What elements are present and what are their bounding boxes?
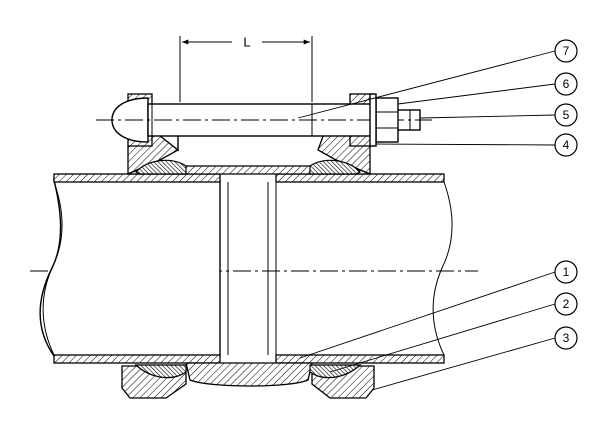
center-sleeve [176, 165, 322, 387]
left-pipe [39, 173, 221, 364]
svg-text:7: 7 [563, 44, 570, 58]
callout-1: 1 [554, 260, 578, 284]
svg-text:2: 2 [563, 297, 570, 311]
svg-text:4: 4 [563, 138, 570, 152]
callout-2: 2 [554, 292, 578, 316]
dimension-label: L [243, 35, 250, 50]
bolt [96, 97, 432, 143]
svg-text:1: 1 [563, 265, 570, 279]
callout-5: 5 [554, 103, 578, 127]
leader-lines [297, 50, 556, 391]
svg-text:5: 5 [563, 108, 570, 122]
bottom-left-gasket [134, 364, 187, 379]
callout-7: 7 [554, 39, 578, 63]
top-right-gasket [309, 159, 361, 175]
bottom-right-gasket [309, 364, 362, 379]
washer [369, 93, 377, 147]
callout-3: 3 [554, 326, 578, 350]
callout-4: 4 [554, 133, 578, 157]
callout-6: 6 [554, 72, 578, 96]
svg-text:3: 3 [563, 331, 570, 345]
svg-text:6: 6 [563, 77, 570, 91]
dimension-l: L [179, 35, 313, 102]
nut [375, 97, 399, 143]
right-pipe [275, 173, 453, 364]
top-left-gasket [135, 159, 187, 175]
